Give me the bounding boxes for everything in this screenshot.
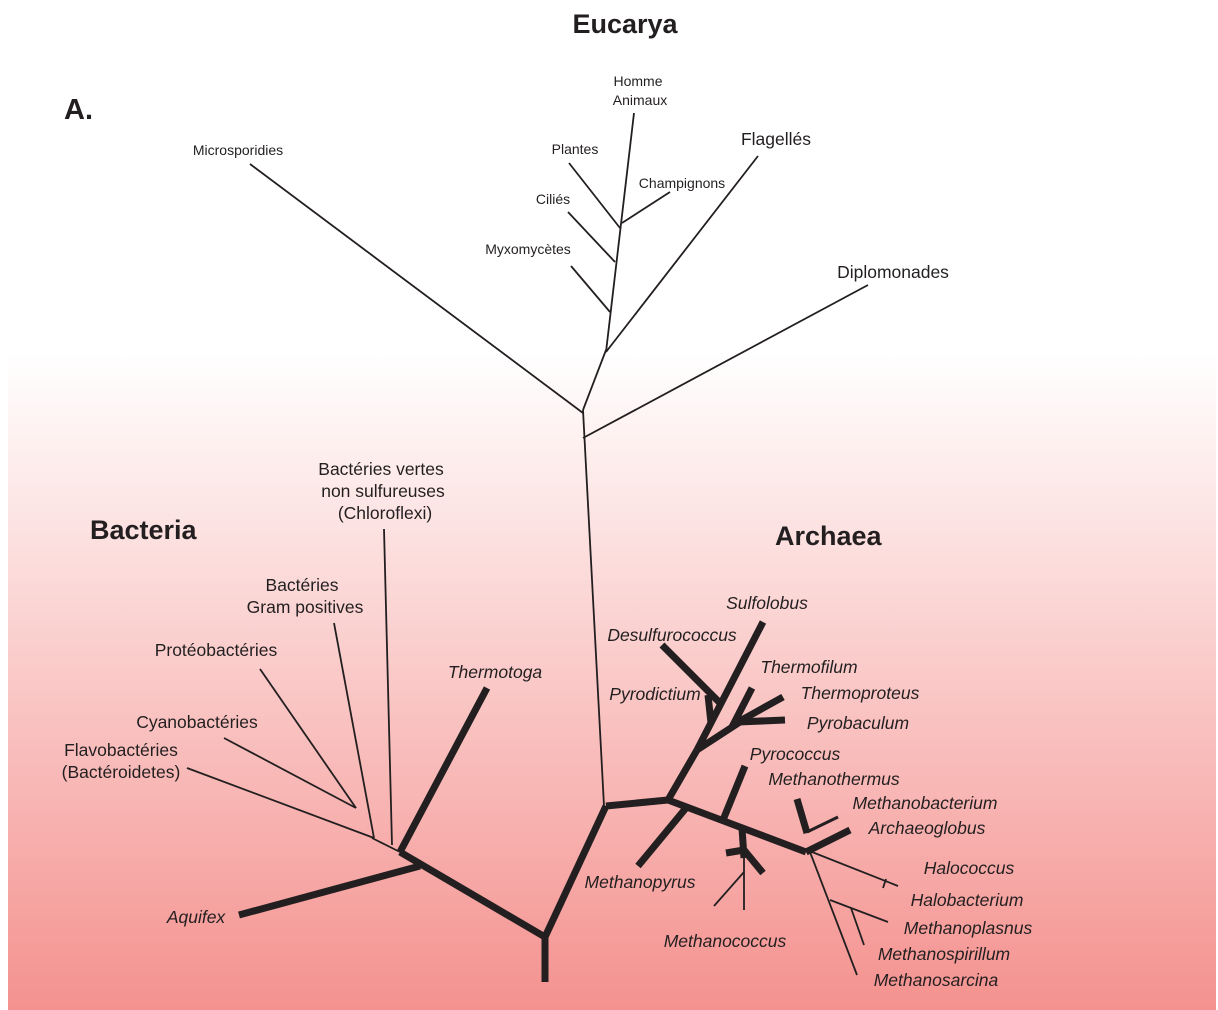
label-plantes: Plantes xyxy=(552,141,599,157)
label-flavobacteries-line2: (Bactéroidetes) xyxy=(62,762,181,782)
archaea-branches xyxy=(605,620,899,976)
background-gradient xyxy=(8,0,1216,1010)
branch-desulfurococcus xyxy=(659,642,724,707)
branch-diplomonades xyxy=(582,284,869,439)
branch-gram-positives xyxy=(333,622,375,839)
domain-title-archaea: Archaea xyxy=(775,521,883,551)
label-desulfurococcus: Desulfurococcus xyxy=(607,625,737,645)
branch-euryarchaeota xyxy=(666,796,808,856)
branch-flavobacteries xyxy=(186,767,375,839)
branch-microsporidies xyxy=(249,163,584,414)
branch-methanococcus-right xyxy=(741,847,766,876)
bacteria-branches xyxy=(186,528,610,982)
branch-archaeoglobus xyxy=(804,826,852,856)
branch-methanoplasnus xyxy=(829,899,889,923)
branch-thermofilum xyxy=(728,686,756,729)
branch-methanococcus-left xyxy=(725,846,745,857)
branch-halococcus xyxy=(811,851,899,887)
label-methanopyrus: Methanopyrus xyxy=(585,872,696,892)
label-thermoproteus: Thermoproteus xyxy=(801,683,920,703)
branch-trunk xyxy=(582,409,605,807)
label-pyrococcus: Pyrococcus xyxy=(750,744,841,764)
branch-thermoproteus xyxy=(736,693,785,726)
branch-thermotoga xyxy=(396,686,491,854)
branch-myxomycetes xyxy=(570,265,611,313)
branch-flagelles xyxy=(605,155,759,353)
domain-title-bacteria: Bacteria xyxy=(90,515,198,545)
branch-methanopyrus xyxy=(635,805,689,869)
label-microsporidies: Microsporidies xyxy=(193,142,283,158)
label-pyrodictium: Pyrodictium xyxy=(609,684,700,704)
branch-champignons xyxy=(621,191,671,224)
label-animaux: Animaux xyxy=(613,92,667,108)
label-myxomycetes: Myxomycètes xyxy=(485,241,571,257)
label-champignons: Champignons xyxy=(639,175,725,191)
branch-crenarchaeota xyxy=(664,748,701,802)
label-halobacterium: Halobacterium xyxy=(911,890,1024,910)
label-thermotoga: Thermotoga xyxy=(448,662,543,682)
label-archaeoglobus: Archaeoglobus xyxy=(868,818,986,838)
branch-pyrococcus xyxy=(719,764,749,822)
label-pyrobaculum: Pyrobaculum xyxy=(807,713,909,733)
branch-crown xyxy=(605,112,635,353)
label-sulfolobus: Sulfolobus xyxy=(726,593,808,613)
label-methanosarcina: Methanosarcina xyxy=(874,970,999,990)
label-flavobacteries-line1: Flavobactéries xyxy=(64,740,178,760)
label-methanoplasnus: Methanoplasnus xyxy=(904,918,1033,938)
label-halococcus: Halococcus xyxy=(924,858,1015,878)
label-aquifex: Aquifex xyxy=(166,907,227,927)
branch-aquifex xyxy=(238,862,421,919)
branch-pyrobaculum xyxy=(737,716,786,726)
label-homme: Homme xyxy=(613,73,662,89)
label-methanospirillum: Methanospirillum xyxy=(878,944,1010,964)
branch-pyrodictium xyxy=(704,694,715,724)
branch-chloroflexi xyxy=(383,528,393,846)
branch-bacteria-stem xyxy=(371,837,401,853)
branch-cyanobacteries xyxy=(223,737,357,809)
label-diplomonades: Diplomonades xyxy=(837,262,949,282)
label-gram-line2: Gram positives xyxy=(247,597,364,617)
label-chloroflexi-line2: non sulfureuses xyxy=(321,481,445,501)
label-methanococcus: Methanococcus xyxy=(664,931,787,951)
branch-methanococcus-b xyxy=(713,871,745,907)
label-thermofilum: Thermofilum xyxy=(760,657,857,677)
domain-title-eucarya: Eucarya xyxy=(572,9,678,39)
branch-root-bacteria xyxy=(398,848,547,941)
label-proteobacteries: Protéobactéries xyxy=(155,640,278,660)
label-chloroflexi-line1: Bactéries vertes xyxy=(318,459,444,479)
branch-methanothermus xyxy=(793,798,811,834)
branch-halococcus-tick xyxy=(882,878,887,889)
branch-methanobacterium xyxy=(806,815,839,834)
label-cilies: Ciliés xyxy=(536,191,570,207)
branch-proteobacteries xyxy=(259,668,357,809)
label-methanobacterium: Methanobacterium xyxy=(853,793,998,813)
label-flagelles: Flagellés xyxy=(741,129,811,149)
label-chloroflexi-line3: (Chloroflexi) xyxy=(338,503,432,523)
branch-methanosarcina xyxy=(809,851,858,976)
label-cyanobacteries: Cyanobactéries xyxy=(136,712,258,732)
label-methanothermus: Methanothermus xyxy=(768,769,900,789)
branch-sulfolobus xyxy=(693,620,767,752)
branch-archaea-stem xyxy=(605,796,669,810)
panel-label: A. xyxy=(64,94,93,126)
branch-plantes xyxy=(568,162,621,229)
label-gram-line1: Bactéries xyxy=(266,575,339,595)
branch-root-archaea xyxy=(541,804,610,939)
branch-methanospirillum xyxy=(850,907,865,946)
eucarya-branches xyxy=(249,112,869,807)
branch-eucarya-stem xyxy=(582,349,607,411)
branch-cilies xyxy=(567,211,616,263)
